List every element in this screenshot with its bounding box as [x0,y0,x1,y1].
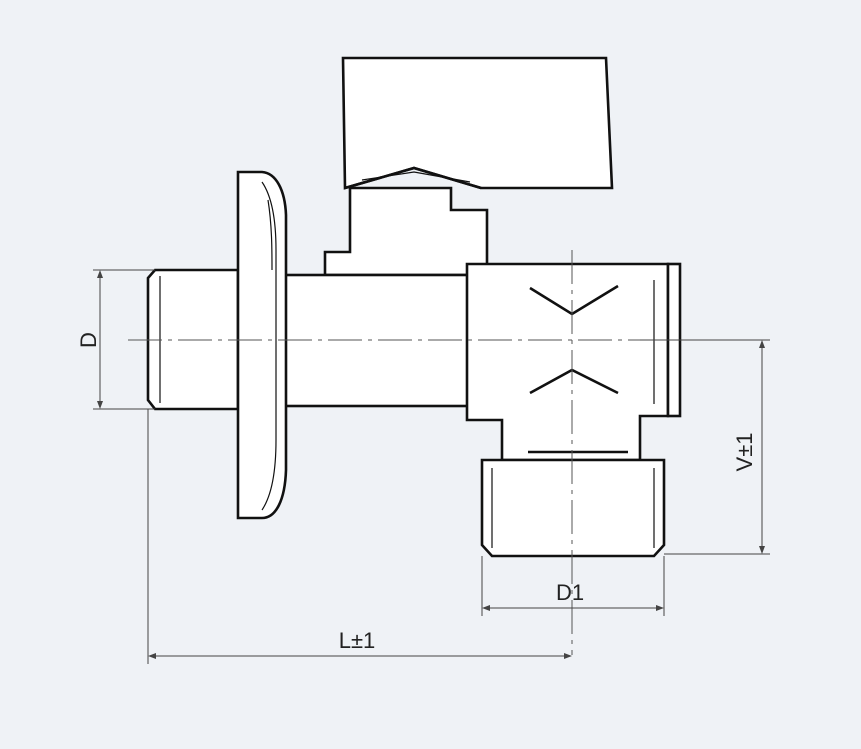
handle-lever [341,56,614,190]
handle-hub [344,166,482,190]
dimension-v-label: V±1 [732,433,757,472]
dimension-d-label: D [76,332,101,348]
outlet-thread [480,458,666,558]
dimension-l-label: L±1 [339,628,376,653]
wall-flange [236,170,288,520]
dimension-d1-label: D1 [556,580,584,605]
